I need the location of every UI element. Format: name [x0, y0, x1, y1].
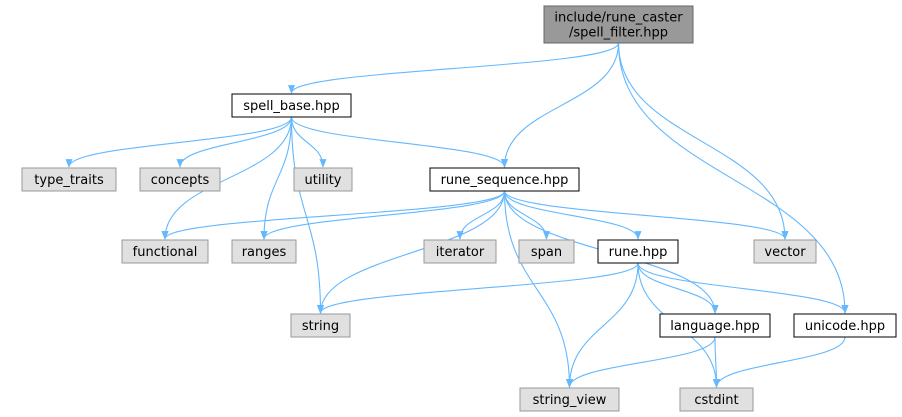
- node-cstdint-box: [679, 387, 754, 412]
- node-ranges: ranges: [231, 239, 297, 264]
- node-spell-base-label-0: spell_base.hpp: [243, 99, 340, 114]
- node-vector: vector: [753, 239, 817, 264]
- node-iterator-label-0: iterator: [436, 245, 485, 260]
- node-rune-sequence-label-0: rune_sequence.hpp: [441, 173, 569, 188]
- edge-rune-sequence-to-string-view: [503, 190, 574, 388]
- node-rune-sequence-box: [429, 167, 580, 192]
- node-string-view-label-0: string_view: [533, 393, 607, 408]
- edge-rune-to-unicode: [637, 262, 849, 314]
- edge-rune-to-string-view: [565, 262, 639, 388]
- node-concepts: concepts: [139, 167, 221, 192]
- node-cstdint-label-0: cstdint: [694, 393, 738, 408]
- node-root: include/rune_caster/spell_filter.hpp: [543, 5, 694, 44]
- node-language[interactable]: language.hpp: [659, 313, 771, 338]
- edge-root-to-unicode: [617, 42, 849, 314]
- node-utility-label-0: utility: [305, 173, 342, 188]
- node-type-traits: type_traits: [21, 167, 117, 192]
- node-rune[interactable]: rune.hpp: [597, 239, 679, 264]
- node-root-label-0: include/rune_caster: [554, 11, 683, 26]
- edge-spell-base-to-type-traits: [65, 116, 293, 168]
- node-string-label-0: string: [302, 319, 339, 334]
- node-unicode-label-0: unicode.hpp: [805, 319, 885, 334]
- edge-spell-base-to-utility: [290, 116, 327, 168]
- edge-root-to-spell-base: [288, 42, 620, 94]
- node-spell-base-box: [231, 93, 352, 118]
- node-root-box: [543, 5, 694, 44]
- edge-rune-to-language: [637, 262, 719, 314]
- edge-root-to-vector: [617, 42, 789, 240]
- node-utility: utility: [293, 167, 353, 192]
- node-span: span: [518, 239, 575, 264]
- node-rune-label-0: rune.hpp: [609, 245, 668, 260]
- node-functional-label-0: functional: [133, 245, 198, 260]
- node-string-view-box: [519, 387, 620, 412]
- edge-spell-base-to-string: [290, 116, 325, 314]
- nodes-layer: include/rune_caster/spell_filter.hppspel…: [21, 5, 897, 412]
- edge-root-to-rune-sequence: [500, 42, 620, 168]
- edge-spell-base-to-functional: [161, 116, 293, 240]
- node-cstdint: cstdint: [679, 387, 754, 412]
- node-rune-sequence[interactable]: rune_sequence.hpp: [429, 167, 580, 192]
- edge-language-to-string-view: [566, 336, 716, 388]
- node-string-view: string_view: [519, 387, 620, 412]
- node-unicode-box: [793, 313, 897, 338]
- node-spell-base[interactable]: spell_base.hpp: [231, 93, 352, 118]
- node-span-label-0: span: [531, 245, 562, 260]
- node-language-label-0: language.hpp: [670, 319, 759, 334]
- node-string: string: [290, 313, 351, 338]
- node-utility-box: [293, 167, 353, 192]
- node-type-traits-label-0: type_traits: [34, 173, 104, 188]
- node-vector-label-0: vector: [764, 245, 806, 260]
- edge-spell-base-to-rune-sequence: [290, 116, 508, 168]
- edge-rune-sequence-to-functional: [161, 190, 506, 240]
- edge-rune-sequence-to-ranges: [260, 190, 506, 240]
- node-type-traits-box: [21, 167, 117, 192]
- node-functional-box: [121, 239, 209, 264]
- edge-unicode-to-cstdint: [713, 336, 846, 388]
- node-iterator-box: [423, 239, 497, 264]
- edge-spell-base-to-concepts: [176, 116, 293, 168]
- node-ranges-box: [231, 239, 297, 264]
- node-vector-box: [753, 239, 817, 264]
- node-ranges-label-0: ranges: [242, 245, 287, 260]
- edge-rune-sequence-to-rune: [503, 190, 642, 240]
- edge-rune-sequence-to-vector: [503, 190, 789, 240]
- node-rune-box: [597, 239, 679, 264]
- node-root-label-1: /spell_filter.hpp: [569, 26, 668, 41]
- node-concepts-box: [139, 167, 221, 192]
- node-functional: functional: [121, 239, 209, 264]
- edge-rune-sequence-to-string: [317, 190, 506, 314]
- node-language-box: [659, 313, 771, 338]
- edge-rune-sequence-to-span: [503, 190, 551, 240]
- node-span-box: [518, 239, 575, 264]
- node-iterator: iterator: [423, 239, 497, 264]
- node-concepts-label-0: concepts: [151, 173, 210, 188]
- node-string-box: [290, 313, 351, 338]
- node-unicode[interactable]: unicode.hpp: [793, 313, 897, 338]
- edge-rune-to-string: [317, 262, 639, 314]
